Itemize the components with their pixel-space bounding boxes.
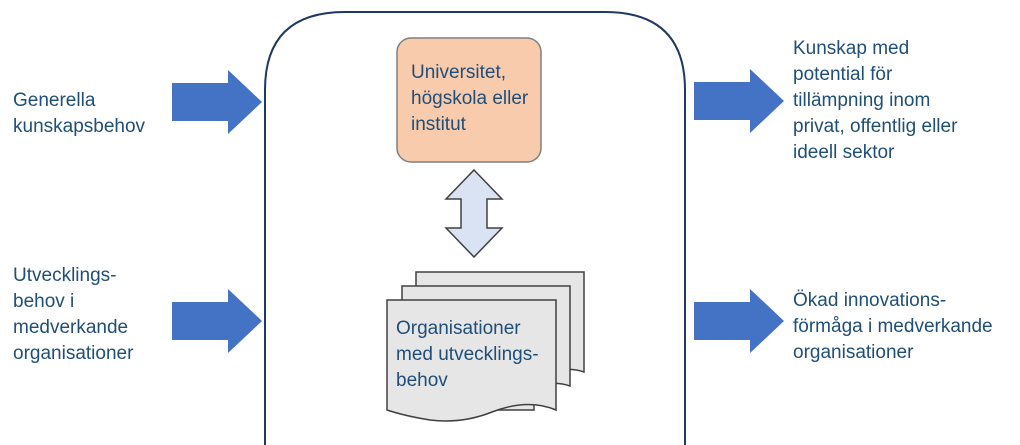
input-label-general: Generella kunskapsbehov: [13, 90, 146, 137]
input-label-development: Utvecklings- behov i medverkande organis…: [13, 265, 134, 364]
organizations-label: Organisationer med utvecklings- behov: [396, 318, 539, 391]
organizations-document-stack: [386, 271, 585, 422]
university-box: [396, 37, 542, 163]
central-container: [264, 11, 686, 445]
double-arrow: [444, 168, 504, 259]
university-label: Universitet, högskola eller institut: [411, 62, 529, 135]
output-label-innovation: Ökad innovations- förmåga i medverkande …: [793, 290, 993, 363]
output-arrow-innovation: [694, 289, 784, 353]
output-label-knowledge: Kunskap med potential för tillämpning in…: [793, 38, 958, 163]
input-arrow-development: [172, 289, 262, 353]
output-arrow-knowledge: [694, 69, 784, 133]
input-arrow-general: [172, 70, 262, 134]
